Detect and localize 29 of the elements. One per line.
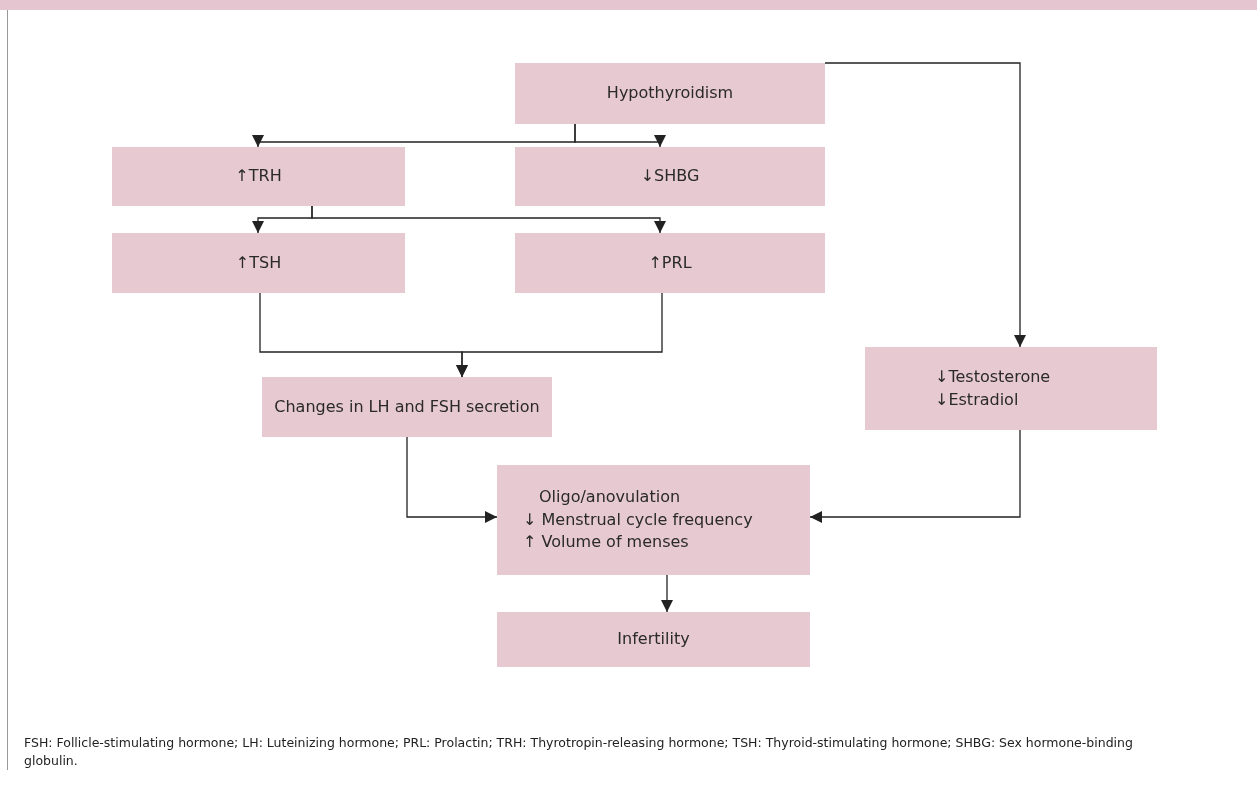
footnote: FSH: Follicle-stimulating hormone; LH: Luteinizing hormone; PRL: Prolactin; TRH: Thyrotropin-releasing hormone; TSH: Thyroid-stimulating hormone; SHBG: Sex hormone-binding globulin.: [24, 734, 1134, 769]
arrow: [311, 205, 666, 234]
box-text: ↓Estradiol: [935, 388, 1020, 411]
box-text: ↓ Menstrual cycle frequency: [523, 508, 754, 531]
process-box: [112, 147, 405, 206]
arrow: [406, 436, 498, 523]
box-text: Infertility: [617, 628, 690, 651]
process-box: [515, 147, 825, 206]
arrow: [824, 62, 1026, 348]
process-box: [865, 347, 1157, 430]
box-text: Changes in LH and FSH secretion: [274, 395, 540, 418]
process-box: [112, 233, 405, 293]
process-box: [515, 233, 825, 293]
box-text: ↓SHBG: [640, 165, 700, 188]
box-text: Oligo/anovulation: [538, 486, 682, 509]
arrow: [661, 574, 673, 613]
box-text: ↓Testosterone: [935, 366, 1052, 389]
arrow: [456, 292, 663, 378]
box-text: ↑TRH: [235, 165, 282, 188]
box-text: ↑ Volume of menses: [523, 531, 690, 554]
process-box: [262, 377, 552, 437]
arrow: [809, 429, 1021, 523]
arrow: [574, 123, 666, 148]
process-box: [515, 63, 825, 124]
process-box: [497, 612, 810, 667]
box-text: ↑PRL: [648, 251, 692, 274]
process-box: [497, 465, 810, 575]
box-text: ↑TSH: [235, 251, 282, 274]
box-text: Hypothyroidism: [606, 82, 734, 105]
